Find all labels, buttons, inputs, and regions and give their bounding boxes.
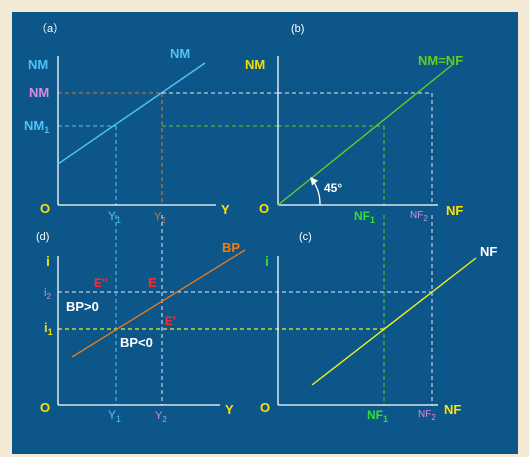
tick-y2-d: Y2 <box>155 410 167 424</box>
angle-label: 45° <box>324 181 342 195</box>
panel-d-y-label: i <box>46 253 50 269</box>
nf-curve-label: NF <box>480 244 497 259</box>
bp-positive-region: BP>0 <box>66 299 99 314</box>
panel-b-tag: (b) <box>291 23 304 35</box>
nm-curve <box>57 62 206 165</box>
tick-nf1-c: NF1 <box>367 408 388 424</box>
tick-y2-a: Y2 <box>154 211 166 225</box>
panel-a-x-label: Y <box>221 202 230 217</box>
tick-y1-a: Y1 <box>108 209 121 225</box>
point-e-prime: E' <box>165 314 176 328</box>
tick-nf2-b: NF2 <box>410 210 428 223</box>
panel-c-tag: (c) <box>299 231 312 243</box>
tick-nm: NM <box>29 85 49 100</box>
nm-equals-nf-line <box>277 64 453 206</box>
panel-d-x-label: Y <box>225 402 234 417</box>
panel-b-x-label: NF <box>446 203 463 218</box>
panel-c-x-label: NF <box>444 402 461 417</box>
tick-y1-d: Y1 <box>108 408 121 424</box>
diagram-frame <box>12 12 518 454</box>
panel-b-origin: O <box>259 201 269 216</box>
bp-label: BP <box>222 240 240 255</box>
tick-nm1: NM1 <box>24 118 49 135</box>
bp-curve <box>71 249 246 358</box>
tick-nf2-c: NF2 <box>418 409 436 422</box>
panel-b: (b) NM=NF NM 45° O NF NF1 NF2 <box>162 23 463 225</box>
bp-negative-region: BP<0 <box>120 335 153 350</box>
tick-i2: i2 <box>44 287 51 301</box>
panel-a-tag: （a） <box>36 22 64 35</box>
angle-arc <box>310 176 321 206</box>
panel-a-origin: O <box>40 201 50 216</box>
panel-d: (d) BP i i2 i1 E'' E E' BP>0 BP<0 O Y Y1… <box>36 215 432 424</box>
nm-nf-label: NM=NF <box>418 53 463 68</box>
tick-i1: i1 <box>44 320 53 337</box>
nm-curve-label: NM <box>170 46 190 61</box>
panel-d-origin: O <box>40 400 50 415</box>
panel-a: （a） NM NM NM NM1 O Y Y1 Y2 <box>24 22 230 225</box>
tick-nf1-b: NF1 <box>354 209 375 225</box>
panel-c-origin: O <box>260 400 270 415</box>
panel-d-tag: (d) <box>36 231 49 243</box>
panel-c-y-label: i <box>265 253 269 269</box>
panel-b-y-label: NM <box>245 57 265 72</box>
panel-c: (c) NF i O NF NF1 NF2 <box>260 215 497 424</box>
point-e: E <box>148 275 157 290</box>
point-e-double-prime: E'' <box>94 276 108 290</box>
nf-curve <box>311 257 477 386</box>
panel-a-y-label: NM <box>28 57 48 72</box>
